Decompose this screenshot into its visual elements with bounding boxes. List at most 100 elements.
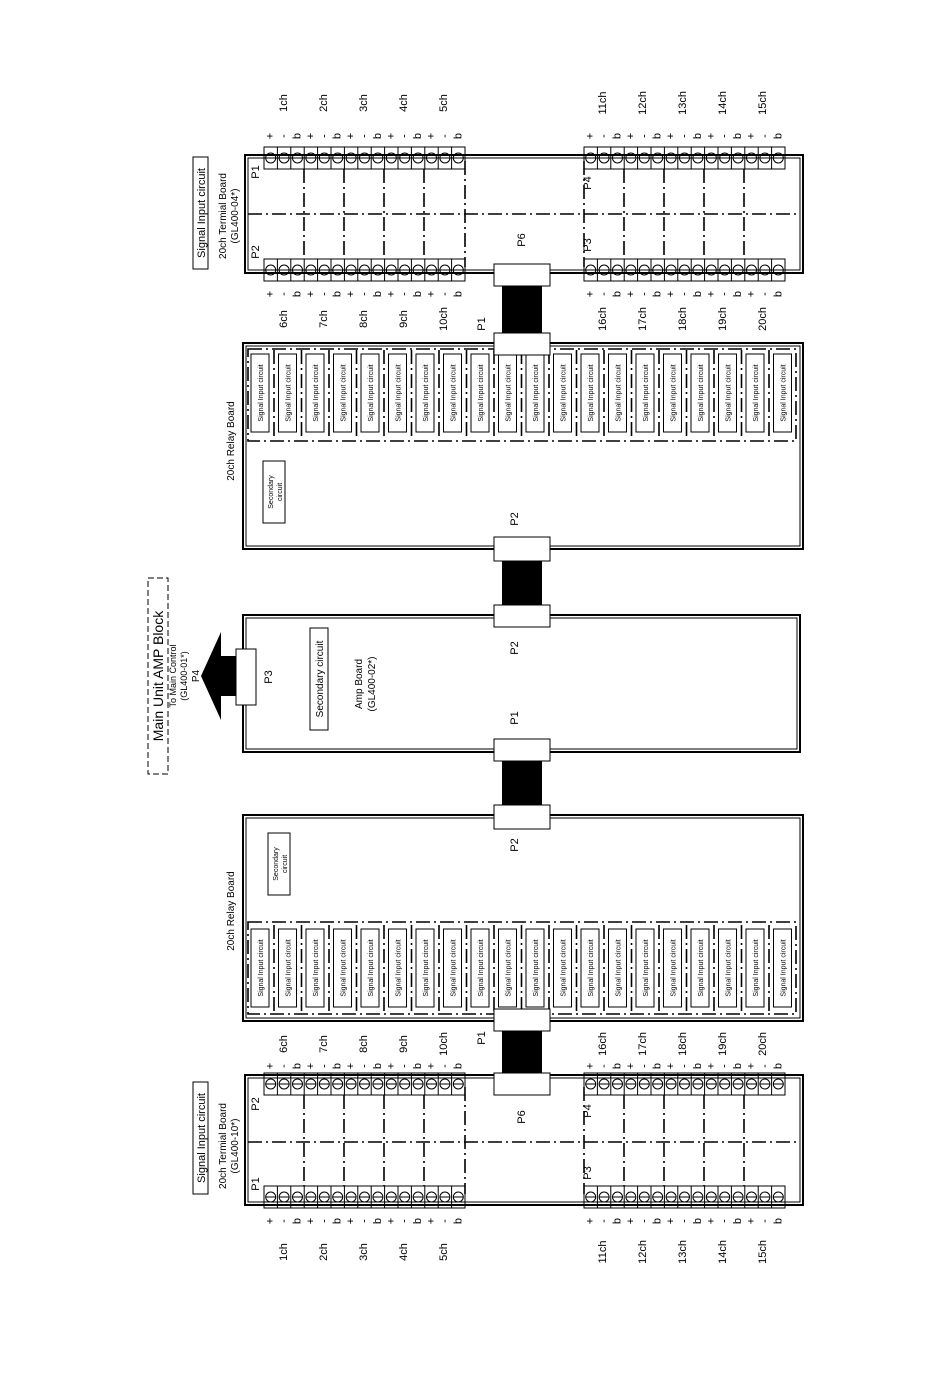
channel-label: 18ch — [677, 1032, 689, 1056]
pin-label: b — [772, 133, 784, 139]
pin-label: + — [746, 1218, 758, 1224]
channel-label: 6ch — [278, 310, 290, 328]
pin-label: - — [359, 1219, 371, 1223]
signal-input-circuit-label: Signal Input circuit — [561, 939, 568, 996]
terminal-block — [263, 1185, 466, 1209]
pin-label: b — [292, 291, 304, 297]
signal-input-circuit-label: Signal Input circuit — [368, 939, 375, 996]
channel-label: 15ch — [757, 1240, 769, 1264]
pin-label: + — [705, 133, 717, 139]
signal-input-circuit-label: Signal Input circuit — [588, 939, 595, 996]
signal-input-circuit-label: Signal Input circuit — [561, 364, 568, 421]
signal-input-circuit-label: Signal Input circuit — [478, 939, 485, 996]
pin-label: - — [759, 292, 771, 296]
signal-input-circuit-label: Signal Input circuit — [478, 364, 485, 421]
channel-label: 13ch — [677, 91, 689, 115]
signal-input-circuit-box — [415, 928, 435, 1008]
signal-input-circuit-label: Signal Input circuit — [616, 364, 623, 421]
signal-input-circuit-box — [635, 353, 655, 433]
relay-bottom-p2-connector — [493, 804, 551, 830]
pin-label: b — [612, 1063, 624, 1069]
signal-input-circuit-box — [718, 353, 737, 433]
pin-label: b — [612, 291, 624, 297]
pin-label: - — [439, 1064, 451, 1068]
terminal-bottom-port-p1: P1 — [250, 1177, 262, 1190]
channel-label: 12ch — [637, 91, 649, 115]
signal-input-circuit-box — [608, 353, 627, 433]
pin-label: - — [679, 1064, 691, 1068]
terminal-block — [263, 1072, 466, 1096]
channel-label: 20ch — [757, 307, 769, 331]
signal-input-circuit-label: Signal Input circuit — [616, 939, 623, 996]
pin-label: b — [652, 133, 664, 139]
relay-top-port-p2: P2 — [509, 512, 521, 525]
signal-input-circuit-box — [580, 928, 600, 1008]
pin-label: b — [652, 1218, 664, 1224]
channel-label: 2ch — [318, 94, 330, 112]
pin-label: - — [679, 292, 691, 296]
signal-input-circuit-box — [745, 928, 765, 1008]
terminal-top-port-p6: P6 — [516, 233, 528, 246]
pin-label: - — [719, 1219, 731, 1223]
amp-p3-connector — [235, 648, 257, 706]
terminal-top-p6-connector — [493, 263, 551, 287]
pin-label: - — [318, 1064, 330, 1068]
signal-input-circuit-box — [525, 928, 545, 1008]
channel-label: 7ch — [318, 310, 330, 328]
signal-input-circuit-box — [305, 928, 325, 1008]
signal-input-circuit-label: Signal Input circuit — [423, 939, 430, 996]
pin-label: b — [292, 133, 304, 139]
signal-input-circuit-box — [278, 353, 297, 433]
pin-label: b — [612, 1218, 624, 1224]
signal-input-circuit-box — [690, 928, 710, 1008]
pin-label: b — [292, 1218, 304, 1224]
pin-label: + — [305, 1063, 317, 1069]
channel-label: 18ch — [677, 307, 689, 331]
pin-label: b — [372, 1063, 384, 1069]
relay-board-top: 20ch Relay Board Secondary circuit Signa… — [226, 317, 804, 562]
pin-label: + — [705, 291, 717, 297]
pin-label: + — [265, 291, 277, 297]
pin-label: b — [732, 291, 744, 297]
signal-input-circuit-box — [305, 353, 325, 433]
terminal-block — [263, 146, 466, 170]
terminal-bottom-port-p2: P2 — [250, 1097, 262, 1110]
channel-label: 16ch — [597, 1032, 609, 1056]
pin-label: b — [372, 133, 384, 139]
signal-input-circuit-label: Signal Input circuit — [258, 939, 265, 996]
terminal-top-name: 20ch Termial Board — [218, 173, 229, 259]
channel-label: 1ch — [278, 1243, 290, 1261]
terminal-board-bottom: Signal Input circuit 20ch Termial Board … — [192, 1032, 804, 1264]
terminal-top-port-p4: P4 — [582, 176, 594, 189]
relay-top-secondary-1: Secondary — [268, 475, 275, 509]
signal-input-circuit-box — [663, 928, 682, 1008]
pin-label: + — [665, 291, 677, 297]
pin-label: - — [598, 1064, 610, 1068]
signal-input-circuit-box — [388, 353, 407, 433]
pin-label: + — [305, 291, 317, 297]
signal-input-circuit-label: Signal Input circuit — [781, 364, 788, 421]
terminal-top-model: (GL400-04*) — [230, 188, 241, 243]
terminal-top-port-p2: P2 — [250, 245, 262, 258]
channel-label: 9ch — [398, 310, 410, 328]
pin-label: + — [426, 1218, 438, 1224]
signal-input-circuit-box — [663, 353, 682, 433]
pin-label: + — [305, 133, 317, 139]
pin-label: - — [439, 292, 451, 296]
pin-label: b — [412, 133, 424, 139]
signal-input-circuit-box — [745, 353, 765, 433]
pin-label: - — [359, 1064, 371, 1068]
channel-label: 16ch — [597, 307, 609, 331]
main-block-title: Main Unit AMP Block — [150, 610, 166, 741]
signal-input-circuit-box — [278, 928, 297, 1008]
amp-p1-connector — [493, 738, 551, 762]
terminal-top-port-p1: P1 — [250, 165, 262, 178]
relay-bottom-port-p1: P1 — [476, 1031, 488, 1044]
pin-label: b — [372, 291, 384, 297]
channel-label: 8ch — [358, 1035, 370, 1053]
pin-label: + — [625, 133, 637, 139]
pin-label: - — [399, 1064, 411, 1068]
pin-label: b — [772, 1063, 784, 1069]
main-unit-block: Main Unit AMP Block To Main Control (GL4… — [147, 577, 240, 775]
pin-label: + — [345, 1063, 357, 1069]
